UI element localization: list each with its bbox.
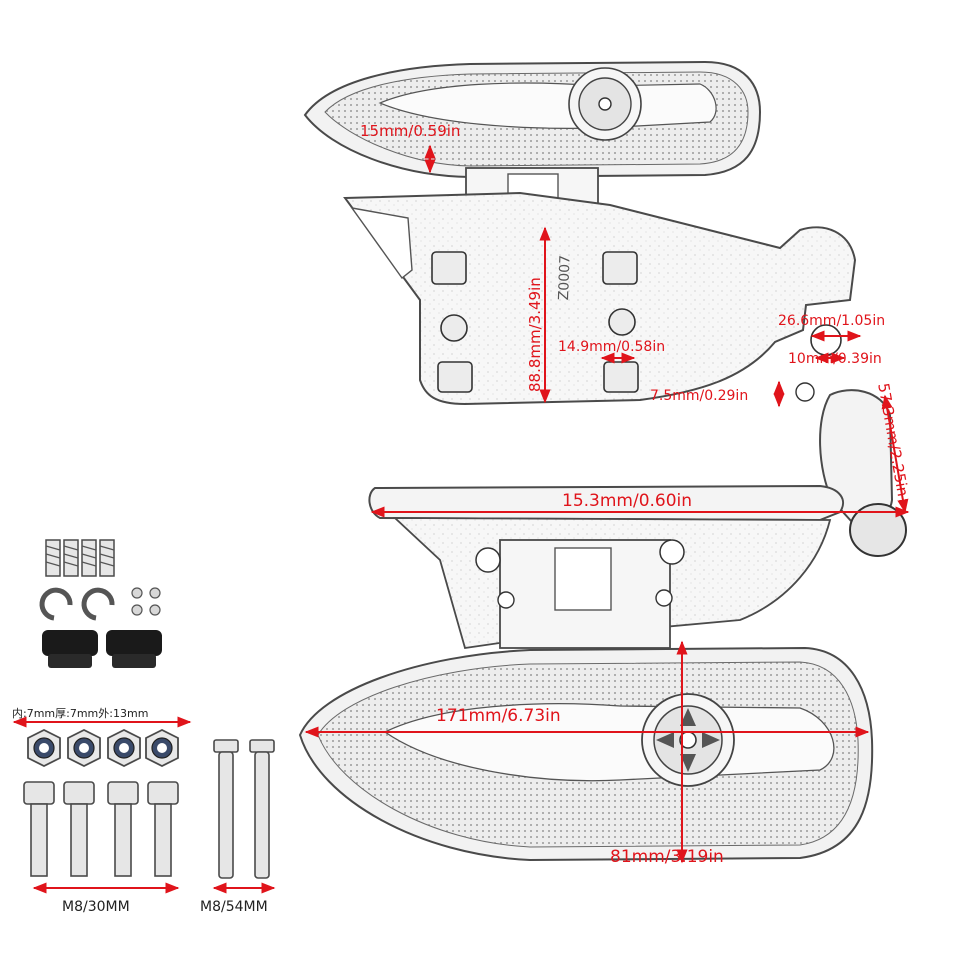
rubber-caps — [42, 630, 162, 668]
lower-footboard — [298, 646, 874, 862]
m8-30-bolts — [23, 781, 179, 877]
dim-board-width: 81mm/3.19in — [610, 847, 724, 867]
top-footboard — [303, 60, 762, 179]
dim-top-board-height: 15mm/0.59in — [360, 122, 461, 140]
bolt-size-label: M8/30MM — [62, 899, 130, 915]
springs — [45, 539, 115, 577]
e-clips — [39, 587, 115, 621]
lock-nuts — [27, 728, 179, 768]
dim-bracket-height: 88.8mm/3.49in — [526, 277, 544, 392]
nut-spec-label: 内:7mm厚:7mm外:13mm — [12, 707, 149, 720]
dim-clamp-width: 26.6mm/1.05in — [778, 313, 886, 329]
dim-arm-width: 15.3mm/0.60in — [562, 491, 693, 511]
dim-clamp-offset: 7.5mm/0.29in — [650, 388, 749, 404]
m8-54-pins — [213, 739, 275, 879]
dimension-lines — [304, 144, 910, 864]
part-marking: Z0007 — [556, 254, 574, 301]
dim-bolt-spacing: 14.9mm/0.58in — [558, 339, 666, 355]
dim-board-length: 171mm/6.73in — [436, 706, 561, 726]
dim-clamp-hole: 10mm/0.39in — [788, 351, 882, 367]
ball-bearings — [131, 587, 161, 616]
mounting-bracket — [343, 191, 857, 406]
pin-size-label: M8/54MM — [200, 899, 268, 915]
